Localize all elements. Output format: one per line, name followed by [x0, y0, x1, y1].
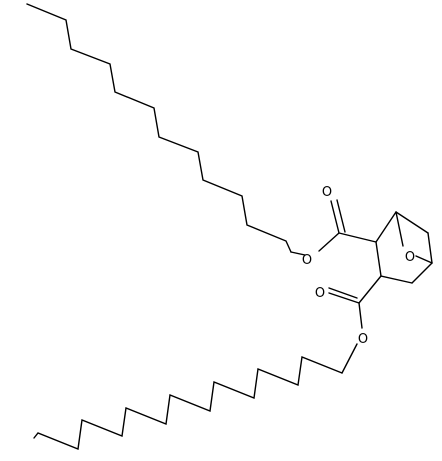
bridge-bond-o-c4 [415, 255, 433, 264]
ring-bond-c3-c2 [375, 241, 382, 277]
double-bond-carbonyl-1a [330, 200, 340, 234]
atom-label-carbonyl-oxygen-2: O [315, 286, 325, 301]
bond-oxygen-chain-2 [341, 343, 358, 374]
atom-label-ester-oxygen-1: O [302, 253, 312, 268]
upper-alkyl-chain [26, 3, 292, 253]
bond-ring-carbonyl-2 [358, 275, 382, 304]
ring-bond-c1-c7a [395, 211, 429, 234]
double-bond-carbonyl-1b [336, 199, 346, 233]
double-bond-carbonyl-2a [328, 292, 360, 304]
lower-alkyl-chain [33, 356, 343, 450]
atom-label-ester-oxygen-2: O [358, 332, 368, 347]
double-bond-carbonyl-2b [328, 287, 358, 299]
bond-chain-oxygen-1 [290, 251, 306, 256]
atom-label-bridge-oxygen: O [405, 250, 415, 265]
atom-label-carbonyl-oxygen-1: O [322, 185, 332, 200]
ring-bond-c2-c1 [375, 211, 397, 243]
ring-bond-c7a-c4 [427, 232, 433, 264]
bridge-bond-c1-o [395, 211, 404, 247]
bond-carbonyl-ring-1 [338, 232, 377, 243]
ring-bond-c5-c3 [380, 275, 413, 284]
ring-bond-c4-c5 [411, 262, 433, 284]
bond-oxygen-carbonyl-1 [318, 232, 340, 252]
bond-carbonyl-oxygen-2 [358, 302, 363, 329]
